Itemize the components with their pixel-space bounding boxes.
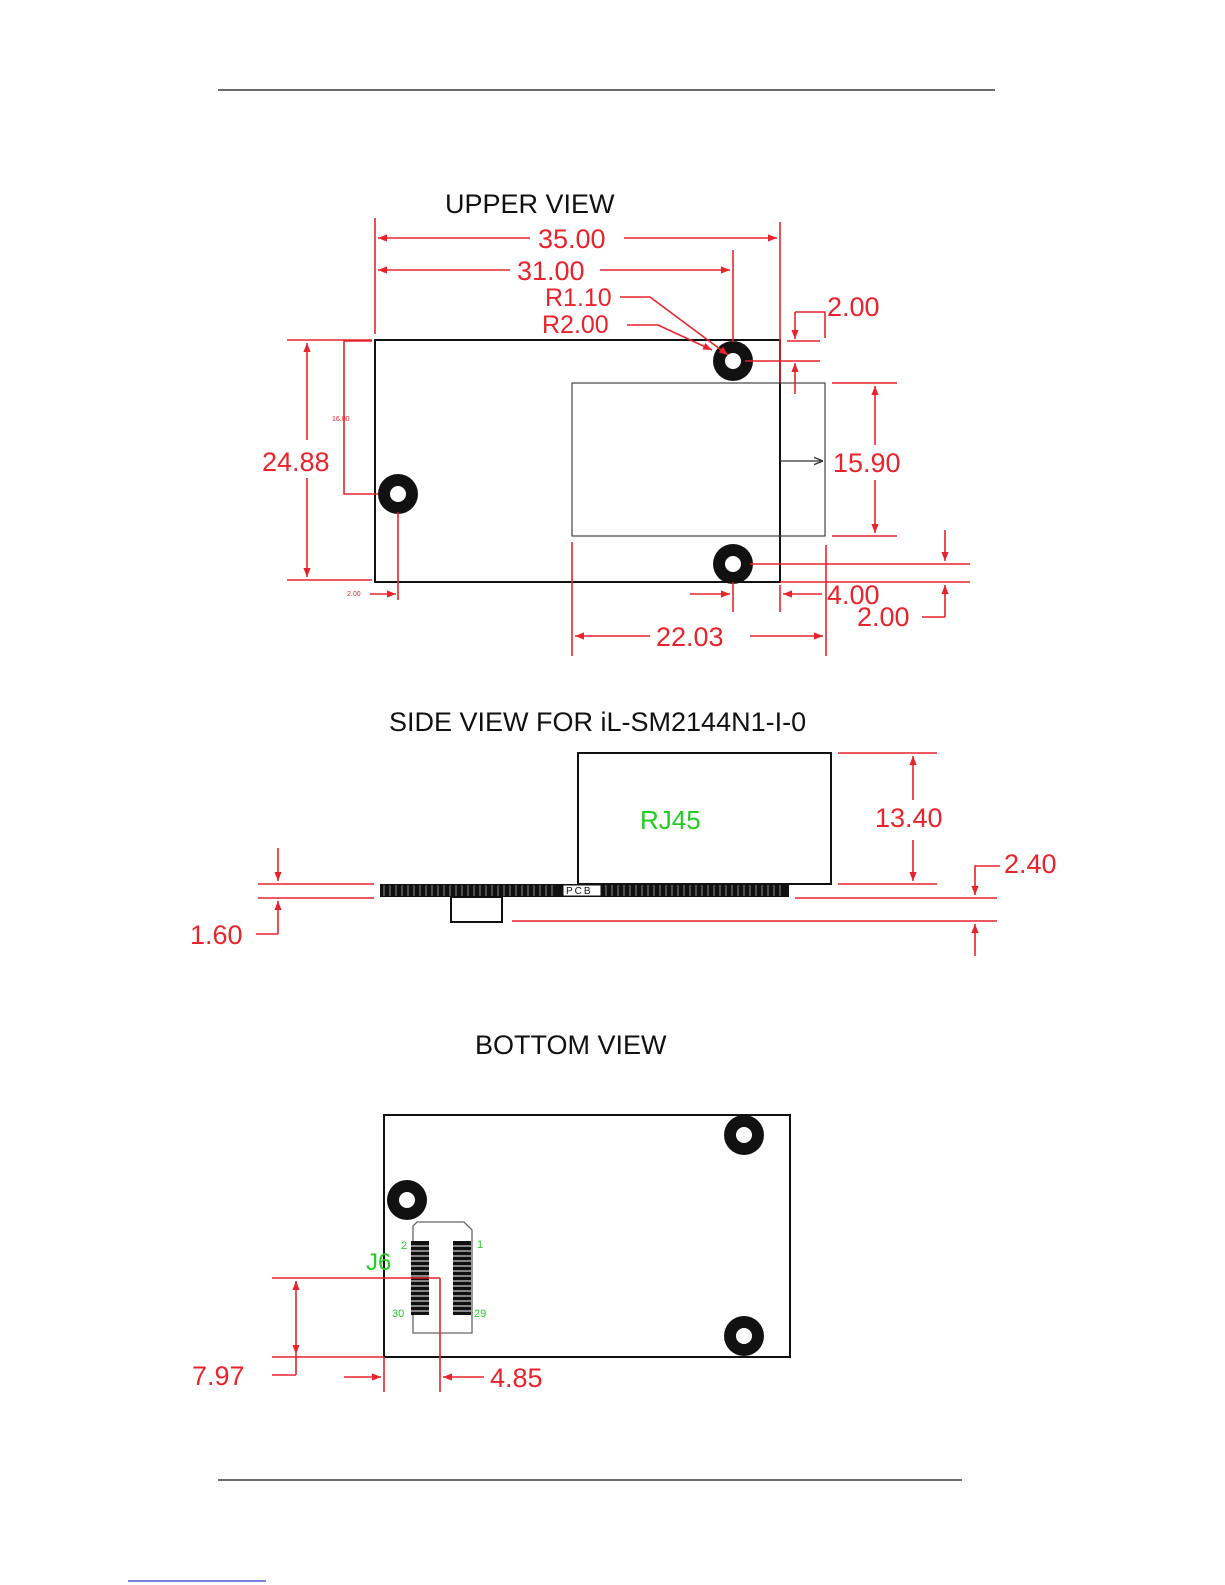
side-pcb-label: PCB: [566, 886, 593, 897]
side-bottom-connector: [451, 897, 502, 922]
dim-1590: 15.90: [833, 448, 901, 478]
bottom-view-title: BOTTOM VIEW: [475, 1030, 667, 1060]
upper-hole-bottom-right: [713, 544, 753, 584]
j6-label: J6: [366, 1249, 391, 1276]
dim-2203: 22.03: [656, 622, 724, 652]
side-view-title: SIDE VIEW FOR iL-SM2144N1-I-0: [389, 707, 806, 737]
j6-pin-row-right: [453, 1241, 471, 1315]
dim-200-top: 2.00: [827, 292, 880, 322]
dim-r110: R1.10: [545, 284, 612, 312]
bottom-hole-top-right: [724, 1115, 764, 1155]
upper-view-title: UPPER VIEW: [445, 189, 615, 219]
bottom-hole-bottom-right: [724, 1316, 764, 1356]
dim-485: 4.85: [490, 1363, 543, 1393]
upper-rj45-footprint: [572, 383, 825, 536]
dim-r200: R2.00: [542, 311, 609, 339]
dim-160: 1.60: [190, 920, 243, 950]
upper-board-outline: [375, 340, 780, 582]
dim-200-bottom: 2.00: [857, 602, 910, 632]
dim-1340: 13.40: [875, 803, 943, 833]
dim-200-small: 2.00: [347, 591, 361, 598]
dim-1600-small: 16.00: [332, 416, 350, 423]
side-rj45-label: RJ45: [640, 805, 701, 835]
j6-pin-29: 29: [474, 1308, 486, 1320]
upper-hole-left: [378, 474, 418, 514]
dim-240: 2.40: [1004, 849, 1057, 879]
dim-2488: 24.88: [262, 447, 330, 477]
side-rj45-body: [578, 753, 831, 884]
dim-35: 35.00: [538, 224, 606, 254]
j6-pin-2: 2: [401, 1240, 407, 1252]
dim-797: 7.97: [192, 1361, 245, 1391]
bottom-board-outline: [384, 1115, 790, 1357]
j6-pin-30: 30: [392, 1308, 404, 1320]
bottom-hole-left: [387, 1180, 427, 1220]
j6-pin-1: 1: [477, 1239, 483, 1251]
dim-31: 31.00: [517, 256, 585, 286]
